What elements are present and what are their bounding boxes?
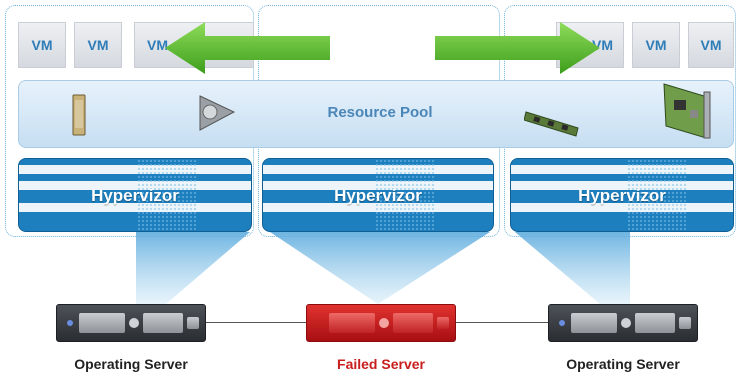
migration-arrow-right-icon: [435, 22, 600, 74]
hypervisor-label: Hypervizor: [578, 186, 666, 205]
vm-tile: VM: [74, 22, 122, 68]
server-operating-left: [56, 304, 206, 342]
ram-stick-icon: [524, 111, 579, 137]
resource-pool-label: Resource Pool: [327, 104, 433, 121]
server-label-failed: Failed Server: [337, 356, 425, 372]
hypervisor-label: Hypervizor: [91, 186, 179, 205]
hard-disk-icon: [199, 95, 236, 131]
memory-module-icon: [72, 94, 86, 136]
server-failed: [306, 304, 456, 342]
migration-arrow-left-icon: [165, 22, 330, 74]
projection-beams: [136, 232, 630, 304]
vm-tile: VM: [18, 22, 66, 68]
server-operating-right: [548, 304, 698, 342]
server-label-operating-right: Operating Server: [566, 356, 680, 372]
network-card-icon: [663, 83, 711, 139]
server-label-operating-left: Operating Server: [74, 356, 188, 372]
hypervisor-label: Hypervizor: [334, 186, 422, 205]
hypervisor-box-left: Hypervizor: [18, 158, 252, 232]
vm-tile: VM: [632, 22, 680, 68]
resource-pool-band: [18, 80, 734, 148]
vm-tile: VM: [688, 22, 734, 68]
hypervisor-box-right: Hypervizor: [510, 158, 734, 232]
hypervisor-box-center: Hypervizor: [262, 158, 494, 232]
